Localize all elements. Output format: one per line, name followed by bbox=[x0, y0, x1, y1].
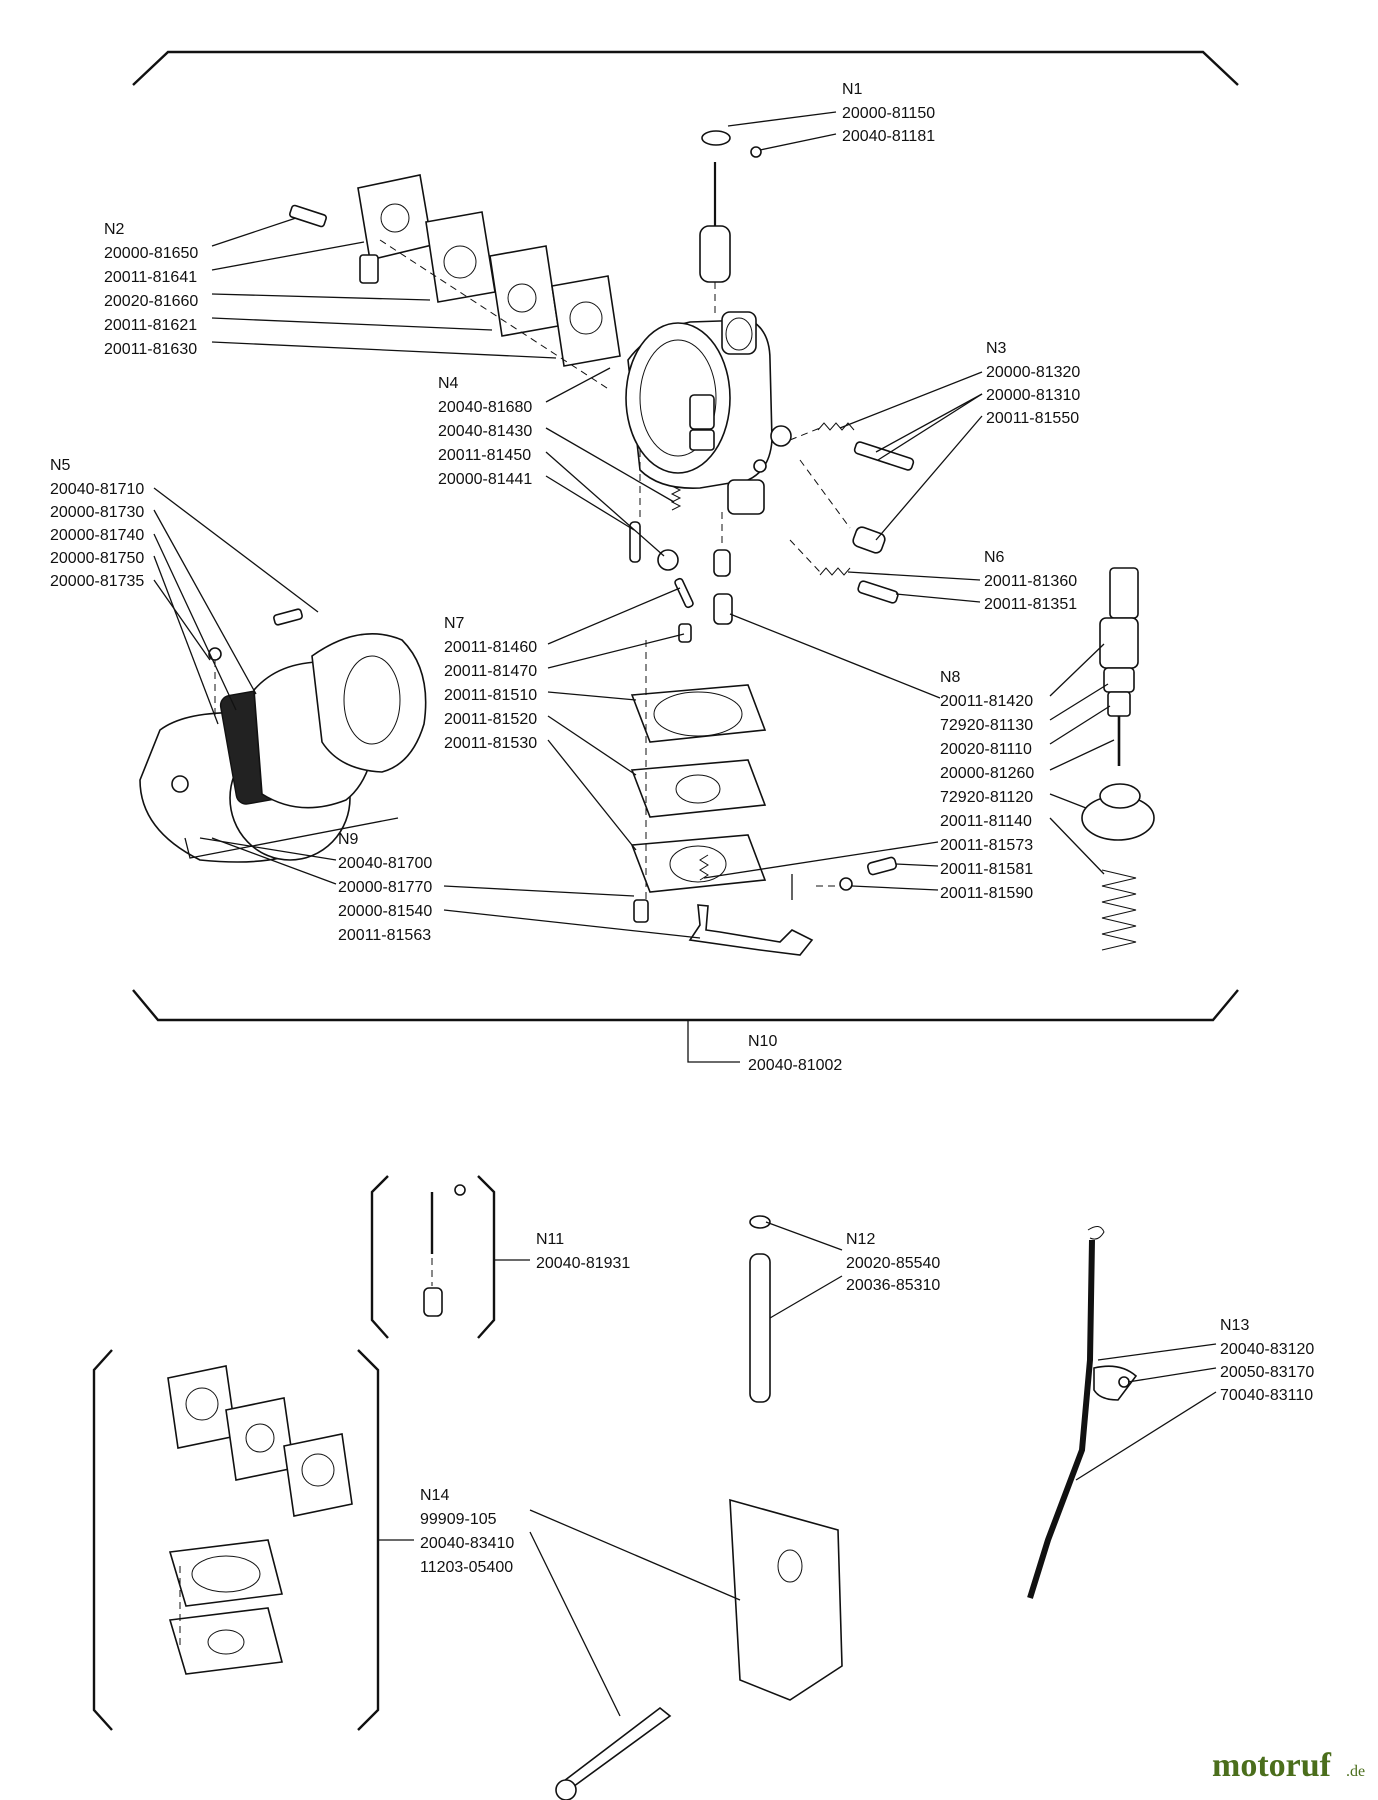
group-id-n10: N10 bbox=[748, 1033, 777, 1050]
part-number: 20000-81150 bbox=[842, 105, 935, 122]
part-number: 20000-81770 bbox=[338, 879, 432, 896]
part-number: 20000-81310 bbox=[986, 387, 1080, 404]
part-number: 20011-81590 bbox=[940, 885, 1033, 902]
part-number: 20011-81460 bbox=[444, 639, 537, 656]
part-number: 20000-81540 bbox=[338, 903, 432, 920]
part-number: 20011-81550 bbox=[986, 410, 1079, 427]
group-id-n9: N9 bbox=[338, 831, 359, 848]
watermark-tld: .de bbox=[1346, 1763, 1365, 1780]
group-id-n2: N2 bbox=[104, 221, 125, 238]
group-id-n11: N11 bbox=[536, 1231, 564, 1248]
part-number: 20011-81621 bbox=[104, 317, 197, 334]
part-number: 20011-81470 bbox=[444, 663, 537, 680]
part-number: 20011-81581 bbox=[940, 861, 1033, 878]
group-id-n12: N12 bbox=[846, 1231, 875, 1248]
part-number: 20040-81680 bbox=[438, 399, 532, 416]
part-number: 72920-81130 bbox=[940, 717, 1033, 734]
part-number: 20000-81441 bbox=[438, 471, 532, 488]
part-number: 70040-83110 bbox=[1220, 1387, 1313, 1404]
part-number: 20036-85310 bbox=[846, 1277, 940, 1294]
part-number: 20000-81740 bbox=[50, 527, 144, 544]
part-number: 20020-85540 bbox=[846, 1255, 940, 1272]
part-number: 99909-105 bbox=[420, 1511, 497, 1528]
group-id-n3: N3 bbox=[986, 340, 1007, 357]
group-id-n6: N6 bbox=[984, 549, 1005, 566]
part-number: 20011-81351 bbox=[984, 596, 1077, 613]
group-id-n13: N13 bbox=[1220, 1317, 1249, 1334]
part-number: 20040-83410 bbox=[420, 1535, 514, 1552]
main-assembly-bracket bbox=[132, 50, 1239, 1063]
n11-bracket bbox=[370, 1175, 530, 1339]
part-number: 20011-81520 bbox=[444, 711, 537, 728]
group-id-n4: N4 bbox=[438, 375, 459, 392]
part-number: 20040-81931 bbox=[536, 1255, 630, 1272]
part-number: 20011-81420 bbox=[940, 693, 1033, 710]
group-id-n7: N7 bbox=[444, 615, 465, 632]
part-number: 20040-81181 bbox=[842, 128, 935, 145]
group-id-n8: N8 bbox=[940, 669, 961, 686]
part-number: 20000-81735 bbox=[50, 573, 144, 590]
n13-choke-rod bbox=[1027, 1226, 1138, 1599]
part-number: 20040-81002 bbox=[748, 1057, 842, 1074]
leader-lines bbox=[153, 111, 1217, 1717]
part-number: 20000-81650 bbox=[104, 245, 198, 262]
part-number: 20040-83120 bbox=[1220, 1341, 1314, 1358]
part-number: 20011-81573 bbox=[940, 837, 1033, 854]
part-number: 20050-83170 bbox=[1220, 1364, 1314, 1381]
part-number: 20020-81110 bbox=[940, 741, 1032, 758]
part-number: 20000-81750 bbox=[50, 550, 144, 567]
n12-shaft bbox=[749, 1215, 771, 1403]
part-number: 11203-05400 bbox=[420, 1559, 513, 1576]
part-number: 20011-81140 bbox=[940, 813, 1032, 830]
part-number: 20000-81320 bbox=[986, 364, 1080, 381]
part-number: 72920-81120 bbox=[940, 789, 1033, 806]
part-labels: N1 20000-81150 20040-81181 N2 20000-8165… bbox=[50, 81, 1314, 1576]
part-number: 20011-81360 bbox=[984, 573, 1077, 590]
part-number: 20011-81563 bbox=[338, 927, 431, 944]
watermark-logo: motoruf .de bbox=[1212, 1747, 1365, 1784]
part-number: 20040-81430 bbox=[438, 423, 532, 440]
group-id-n1: N1 bbox=[842, 81, 863, 98]
n14-bracket bbox=[92, 1349, 843, 1800]
part-number: 20011-81530 bbox=[444, 735, 537, 752]
group-id-n5: N5 bbox=[50, 457, 71, 474]
part-number: 20040-81700 bbox=[338, 855, 432, 872]
part-number: 20011-81450 bbox=[438, 447, 531, 464]
part-number: 20011-81510 bbox=[444, 687, 537, 704]
part-number: 20011-81630 bbox=[104, 341, 197, 358]
watermark-brand: motoruf bbox=[1212, 1747, 1332, 1784]
part-number: 20011-81641 bbox=[104, 269, 197, 286]
group-id-n14: N14 bbox=[420, 1487, 449, 1504]
part-number: 20000-81730 bbox=[50, 504, 144, 521]
part-number: 20040-81710 bbox=[50, 481, 144, 498]
part-number: 20020-81660 bbox=[104, 293, 198, 310]
part-number: 20000-81260 bbox=[940, 765, 1034, 782]
